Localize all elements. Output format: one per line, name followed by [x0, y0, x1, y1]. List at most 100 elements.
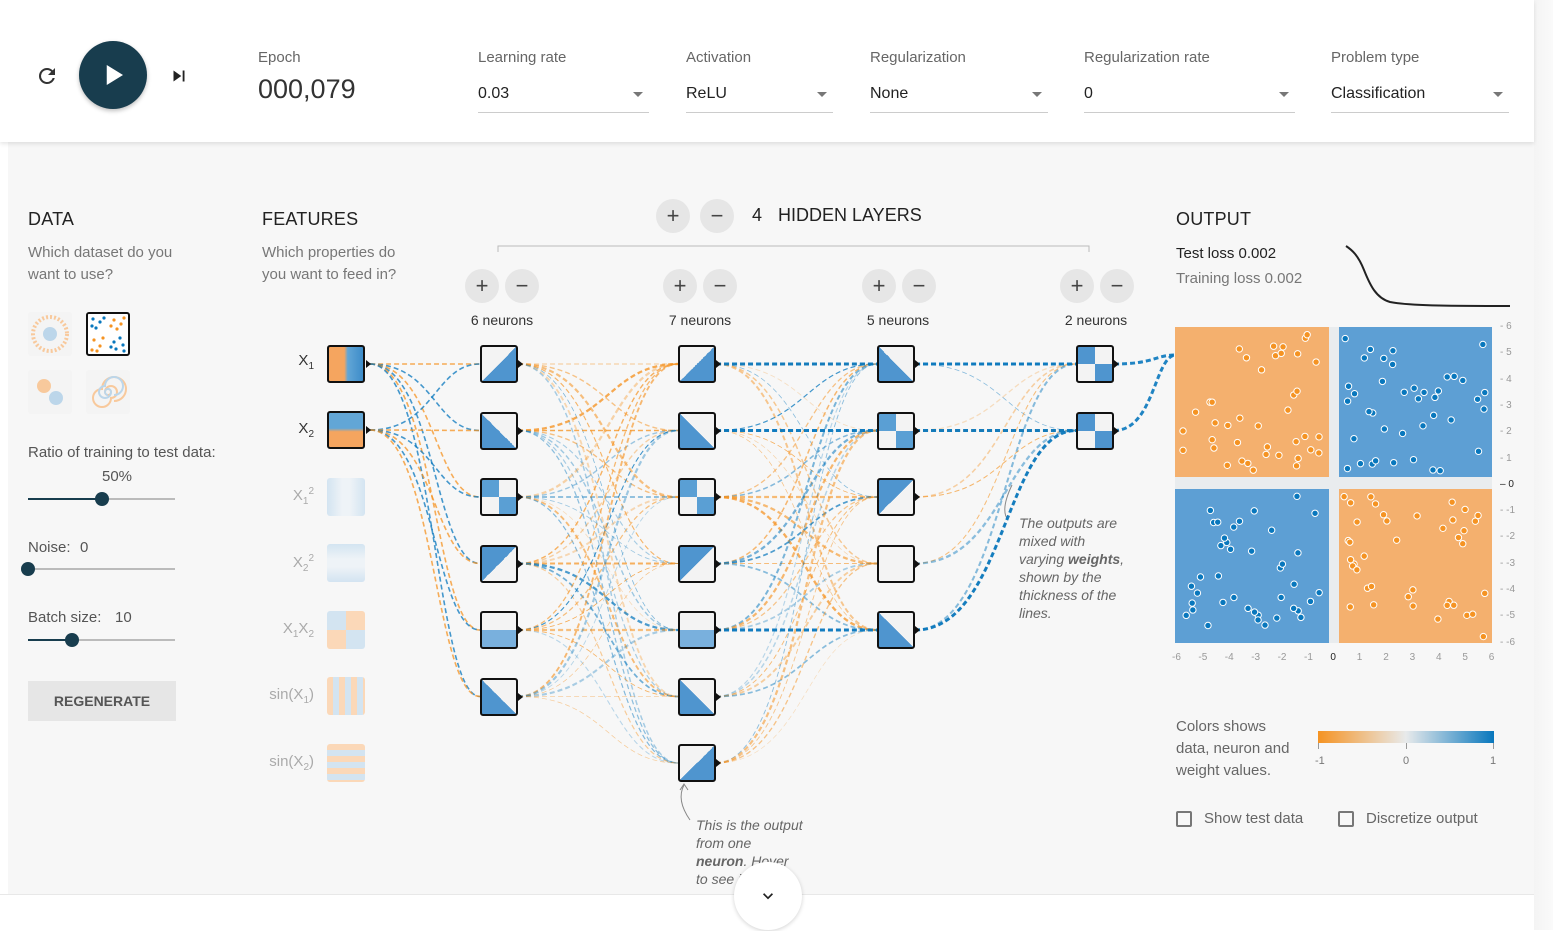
weight-link[interactable] — [517, 429, 679, 498]
weight-link[interactable] — [715, 363, 878, 764]
neuron-l4-2[interactable] — [1076, 411, 1114, 450]
layer4-add-neuron-button[interactable]: + — [1060, 269, 1094, 303]
weight-link[interactable] — [369, 429, 481, 698]
weight-link[interactable] — [517, 362, 679, 499]
neuron-l3-2[interactable] — [877, 411, 915, 450]
weight-link[interactable] — [517, 429, 679, 498]
weight-link[interactable] — [369, 363, 481, 498]
add-layer-button[interactable]: + — [656, 199, 690, 233]
weight-link[interactable] — [715, 430, 878, 631]
weight-link[interactable] — [517, 363, 679, 565]
weight-link[interactable] — [715, 430, 878, 498]
weight-link[interactable] — [517, 629, 679, 697]
reset-button[interactable] — [33, 62, 61, 90]
weight-link[interactable] — [517, 363, 679, 432]
weight-link[interactable] — [517, 496, 679, 697]
feature-sin-x2[interactable] — [327, 744, 365, 782]
layer1-remove-neuron-button[interactable]: − — [505, 269, 539, 303]
weight-link[interactable] — [914, 363, 1077, 498]
weight-link[interactable] — [369, 363, 481, 431]
weight-link[interactable] — [715, 429, 878, 765]
regularization-select[interactable]: None — [870, 76, 1048, 113]
play-button[interactable] — [79, 41, 147, 109]
weight-link[interactable] — [715, 496, 878, 565]
discretize-output-checkbox[interactable] — [1338, 811, 1354, 827]
neuron-l1-3[interactable] — [480, 478, 518, 516]
weight-link[interactable] — [715, 362, 878, 632]
weight-link[interactable] — [715, 495, 878, 565]
weight-link[interactable] — [517, 363, 679, 631]
weight-link[interactable] — [517, 363, 679, 698]
dataset-spiral[interactable] — [86, 370, 130, 414]
noise-slider-knob[interactable] — [21, 562, 35, 576]
feature-x2-squared[interactable] — [327, 544, 365, 582]
neuron-l2-2[interactable] — [678, 411, 716, 450]
weight-link[interactable] — [517, 629, 679, 764]
weight-link[interactable] — [715, 496, 878, 764]
weight-link[interactable] — [517, 562, 679, 764]
dataset-xor-selected[interactable] — [86, 312, 130, 356]
layer2-remove-neuron-button[interactable]: − — [703, 269, 737, 303]
weight-link[interactable] — [369, 429, 481, 565]
feature-x1[interactable] — [327, 345, 365, 383]
weight-link[interactable] — [715, 562, 878, 764]
weight-link[interactable] — [914, 363, 1077, 431]
weight-link[interactable] — [715, 629, 878, 764]
layer1-add-neuron-button[interactable]: + — [465, 269, 499, 303]
weight-link[interactable] — [369, 429, 481, 432]
weight-link[interactable] — [517, 563, 679, 631]
weight-link[interactable] — [517, 363, 679, 565]
neuron-l2-6[interactable] — [678, 677, 716, 716]
weight-link[interactable] — [517, 362, 679, 432]
step-button[interactable] — [165, 62, 193, 90]
weight-link[interactable] — [517, 429, 679, 698]
weight-link[interactable] — [517, 496, 679, 631]
weight-link[interactable] — [715, 429, 878, 632]
weight-link[interactable] — [517, 563, 679, 697]
learning-rate-select[interactable]: 0.03 — [478, 76, 649, 113]
neuron-l3-1[interactable] — [877, 345, 915, 383]
weight-link[interactable] — [914, 363, 1077, 432]
neuron-l2-3[interactable] — [678, 478, 716, 516]
weight-link[interactable] — [715, 363, 878, 432]
weight-link[interactable] — [369, 363, 481, 432]
weight-link[interactable] — [715, 496, 878, 631]
weight-link[interactable] — [914, 429, 1077, 632]
weight-link[interactable] — [369, 429, 481, 498]
scroll-down-button[interactable] — [734, 862, 802, 930]
weight-link[interactable] — [715, 496, 878, 697]
batch-size-slider-knob[interactable] — [65, 633, 80, 647]
weight-link[interactable] — [517, 362, 679, 499]
feature-sin-x1[interactable] — [327, 677, 365, 715]
feature-x1x2[interactable] — [327, 611, 365, 649]
neuron-l2-7[interactable] — [678, 744, 716, 782]
neuron-l3-5[interactable] — [877, 611, 915, 649]
weight-link[interactable] — [715, 363, 878, 565]
neuron-l2-5[interactable] — [678, 611, 716, 649]
layer3-add-neuron-button[interactable]: + — [862, 269, 896, 303]
layer4-remove-neuron-button[interactable]: − — [1100, 269, 1134, 303]
neuron-l2-4[interactable] — [678, 544, 716, 583]
remove-layer-button[interactable]: − — [700, 199, 734, 233]
layer2-add-neuron-button[interactable]: + — [663, 269, 697, 303]
neuron-l3-3[interactable] — [877, 478, 915, 516]
weight-link[interactable] — [517, 429, 679, 764]
weight-link[interactable] — [715, 363, 878, 498]
weight-link[interactable] — [517, 696, 679, 764]
layer3-remove-neuron-button[interactable]: − — [902, 269, 936, 303]
neuron-l1-1[interactable] — [480, 345, 518, 383]
weight-link[interactable] — [1113, 353, 1177, 432]
neuron-l1-5[interactable] — [480, 611, 518, 649]
neuron-l1-6[interactable] — [480, 677, 518, 716]
weight-link[interactable] — [715, 629, 878, 698]
neuron-l2-1[interactable] — [678, 345, 716, 383]
problem-type-select[interactable]: Classification — [1331, 76, 1509, 113]
show-test-data-checkbox[interactable] — [1176, 811, 1192, 827]
ratio-slider-knob[interactable] — [94, 492, 109, 506]
neuron-l3-4[interactable] — [877, 544, 915, 583]
weight-link[interactable] — [914, 362, 1077, 632]
weight-link[interactable] — [914, 429, 1077, 565]
weight-link[interactable] — [715, 562, 878, 631]
weight-link[interactable] — [369, 363, 481, 631]
neuron-l4-1[interactable] — [1076, 345, 1114, 383]
